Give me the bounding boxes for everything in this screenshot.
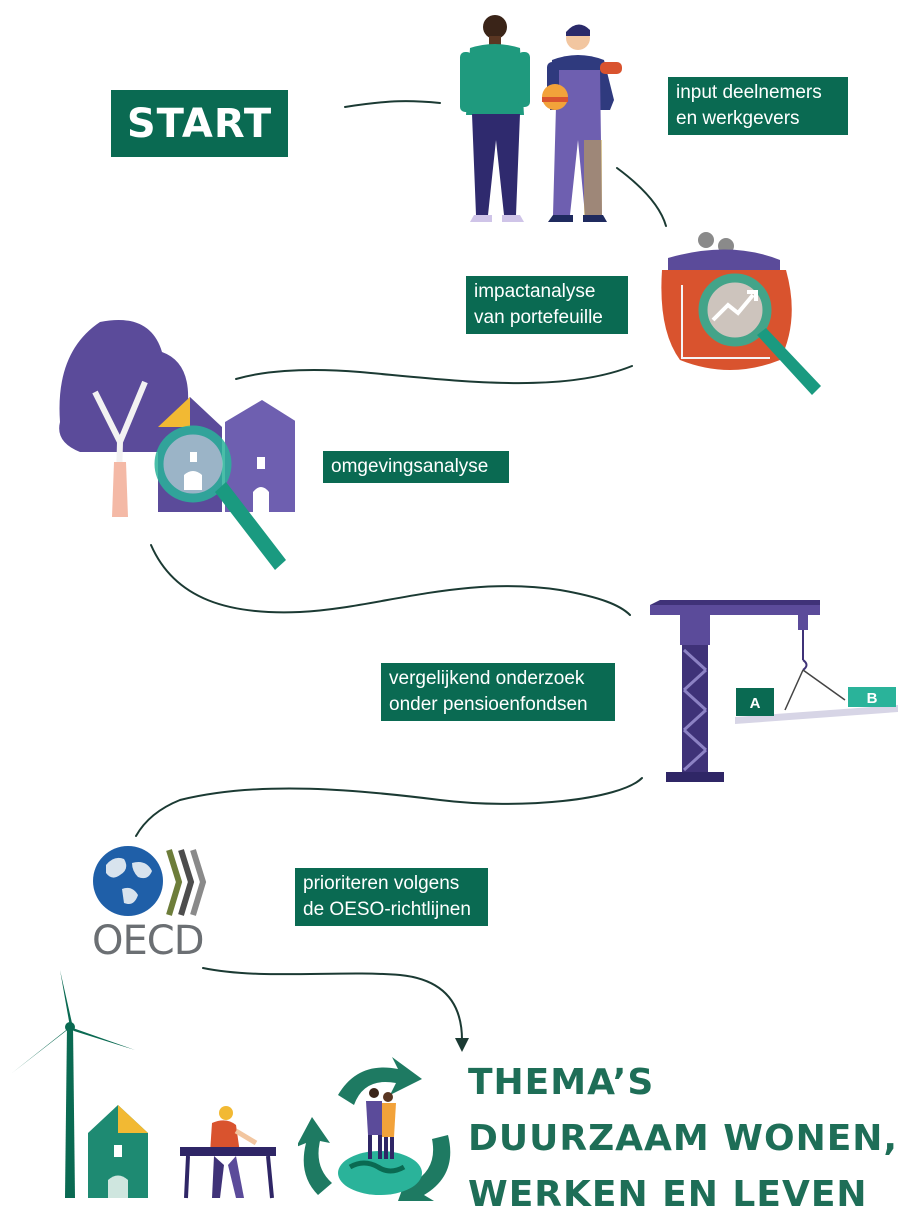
step-omgeving-label: omgevingsanalyse: [323, 451, 509, 483]
house-icon: [88, 1105, 148, 1198]
carpenter-icon: [180, 1106, 276, 1199]
step-vergelijkend-line-1: vergelijkend onderzoek: [389, 668, 585, 689]
oecd-logo-text: OECD: [92, 918, 204, 964]
step-prioriteren-line-2: de OESO-richtlijnen: [303, 899, 471, 920]
people-icon: [460, 15, 622, 222]
connector-people-purse: [616, 167, 667, 227]
tree-houses-magnifier-icon: [59, 320, 295, 570]
arrow-head: [455, 1038, 469, 1052]
step-prioriteren-line-1: prioriteren volgens: [303, 873, 460, 894]
step-vergelijkend-label: vergelijkend onderzoek onder pensioenfon…: [381, 663, 615, 721]
step-vergelijkend-line-2: onder pensioenfondsen: [389, 694, 588, 715]
recycle-globe-icon: [298, 1057, 451, 1201]
step-omgeving-line-1: omgevingsanalyse: [331, 456, 489, 477]
step-input-line-2: en werkgevers: [676, 108, 800, 129]
connector-oecd-themes: [202, 967, 463, 1041]
themes-title-line-2: DUURZAAM WONEN,: [468, 1118, 898, 1159]
connector-crane-oecd: [135, 777, 643, 837]
wind-turbine-icon: [12, 970, 135, 1198]
step-input-label: input deelnemers en werkgevers: [668, 77, 848, 135]
themes-title-line-3: WERKEN EN LEVEN: [468, 1174, 868, 1215]
crane-scale-icon: A B: [650, 600, 898, 782]
connector-tree-crane: [150, 544, 631, 616]
connector-purse-tree: [235, 365, 633, 385]
oecd-logo-icon: [93, 846, 207, 916]
themes-title-line-1: THEMA’S: [468, 1062, 655, 1103]
step-impact-line-2: van portefeuille: [474, 307, 603, 328]
themes-title: THEMA’S DUURZAAM WONEN, WERKEN EN LEVEN: [468, 1055, 898, 1223]
start-badge: START: [111, 90, 288, 157]
crane-sign-b: B: [867, 690, 878, 707]
step-prioriteren-label: prioriteren volgens de OESO-richtlijnen: [295, 868, 488, 926]
step-impact-label: impactanalyse van portefeuille: [466, 276, 628, 334]
purse-magnifier-icon: [661, 232, 821, 395]
step-impact-line-1: impactanalyse: [474, 281, 596, 302]
step-input-line-1: input deelnemers: [676, 82, 822, 103]
connector-start-people: [344, 100, 441, 108]
crane-sign-a: A: [750, 695, 761, 712]
